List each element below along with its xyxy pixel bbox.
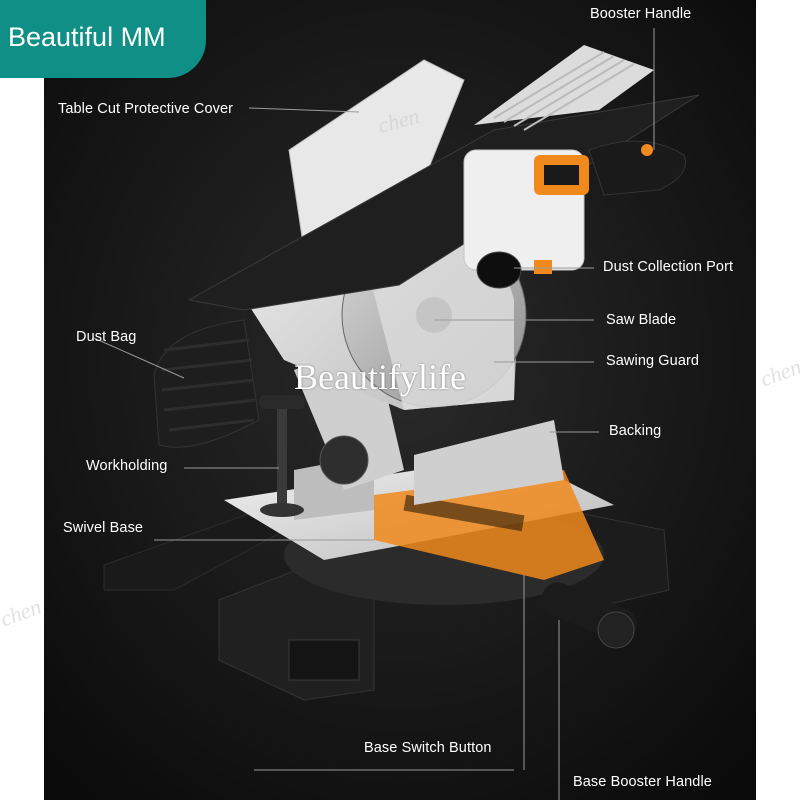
shop-badge: Beautiful MM: [0, 0, 206, 78]
rip-fence-ribs: [493, 51, 635, 131]
callout-base-booster-handle: Base Booster Handle: [573, 774, 712, 790]
base-foot-left: [103, 504, 306, 591]
callout-table-cut-protective-cover: Table Cut Protective Cover: [58, 101, 234, 117]
shop-badge-text: Beautiful MM: [8, 21, 166, 52]
left-side-watermark: chen: [0, 593, 45, 632]
callout-dust-bag: Dust Bag: [76, 329, 137, 345]
callout-swivel-base: Swivel Base: [63, 520, 144, 536]
port-switch: [534, 260, 552, 274]
dust-collection-port-opening: [476, 251, 522, 289]
dust-bag: [153, 319, 260, 448]
miter-saw-photo: [44, 0, 756, 800]
kerf-slot: [403, 494, 525, 532]
callout-backing: Backing: [609, 423, 662, 439]
callout-workholding: Workholding: [86, 458, 168, 474]
callout-sawing-guard: Sawing Guard: [606, 353, 700, 369]
right-side-watermark: chen: [756, 353, 800, 392]
motor-badge: [544, 165, 579, 185]
callout-leader-lines: [93, 28, 655, 800]
booster-handle-grip: [588, 140, 686, 196]
callout-dust-collection-port: Dust Collection Port: [603, 259, 734, 275]
callout-saw-blade: Saw Blade: [606, 312, 677, 328]
backing-fence-right: [414, 420, 564, 505]
center-watermark: Beautifylife: [294, 357, 466, 397]
base-handle: [541, 582, 637, 649]
callout-base-switch-button: Base Switch Button: [364, 740, 492, 756]
miter-saw-illustration: [44, 0, 756, 800]
pivot-knob: [319, 435, 369, 485]
table-cut-protective-cover: [288, 59, 465, 251]
base-foot-pad: [288, 639, 360, 681]
callout-booster-handle: Booster Handle: [590, 6, 692, 22]
workholding-clamp: [259, 395, 305, 517]
booster-handle-accent: [641, 144, 653, 156]
